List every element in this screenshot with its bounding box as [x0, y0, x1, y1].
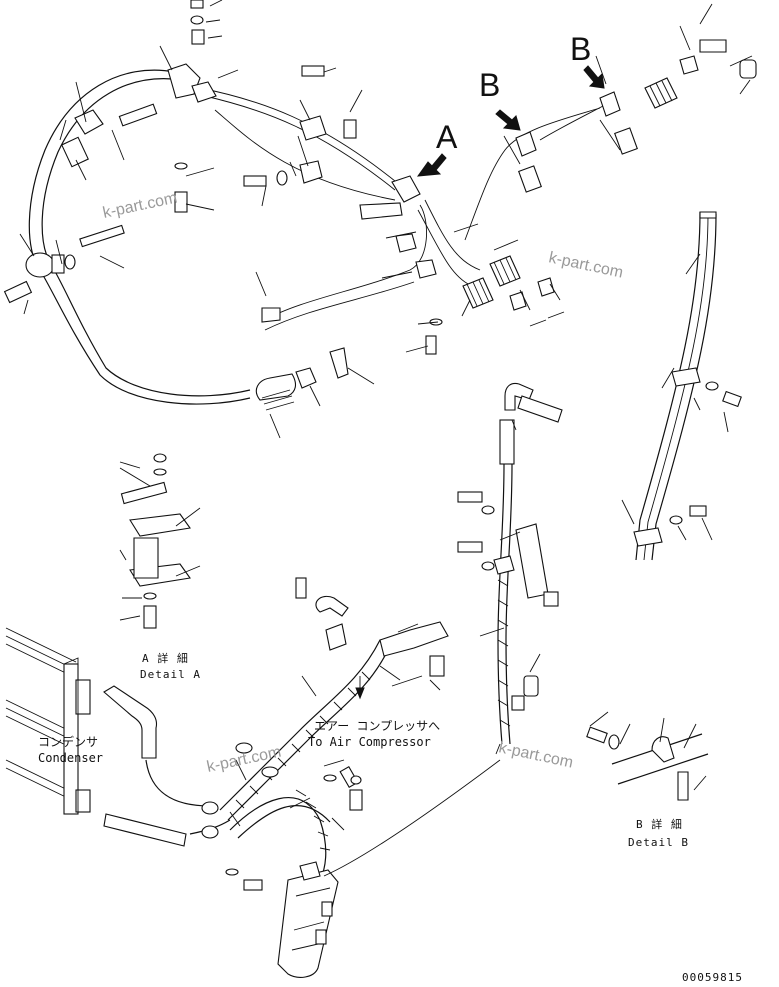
document-number: 00059815	[682, 971, 743, 984]
detail-b-title-jp: B 詳 細	[636, 817, 683, 831]
compressor-label-jp: エアー コンプレッサへ	[314, 719, 440, 733]
hose-end-b	[462, 277, 494, 309]
view-arrow-b-right	[583, 65, 605, 89]
hose-end-a	[489, 255, 521, 287]
detail-b-title-en: Detail B	[628, 836, 689, 849]
view-arrow-a	[416, 153, 447, 177]
detail-b: B 詳 細 Detail B	[586, 711, 709, 849]
view-label-a: A	[436, 119, 458, 155]
view-label-b-left: B	[479, 67, 500, 103]
center-right-hose	[457, 382, 563, 755]
view-label-b-right: B	[570, 31, 591, 67]
compressor-label-en: To Air Compressor	[308, 735, 431, 749]
upper-left-hose-assembly	[3, 0, 757, 439]
receiver-drier	[277, 759, 501, 978]
right-vertical-hose	[621, 211, 742, 561]
condenser: コンデンサ Condenser	[5, 627, 103, 815]
watermark-1: k-part.com	[101, 190, 178, 222]
watermark-2: k-part.com	[547, 249, 624, 281]
condenser-label-en: Condenser	[38, 751, 103, 765]
detail-a-title-jp: A 詳 細	[142, 651, 189, 665]
detail-a: A 詳 細 Detail A	[119, 453, 201, 681]
hose-end-c	[644, 77, 678, 109]
view-arrow-b-left	[495, 109, 521, 131]
watermark-4: k-part.com	[497, 739, 574, 771]
detail-a-title-en: Detail A	[140, 668, 201, 681]
lower-piping: エアー コンプレッサへ To Air Compressor	[103, 577, 449, 891]
condenser-label-jp: コンデンサ	[38, 734, 98, 749]
